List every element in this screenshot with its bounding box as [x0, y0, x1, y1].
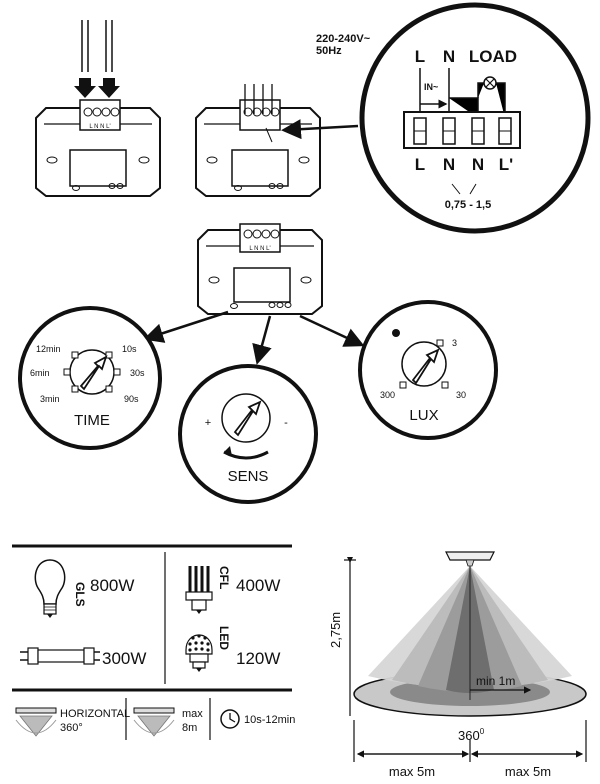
gls-bulb-icon [34, 559, 66, 618]
gls-power: 800W [90, 576, 134, 595]
horizontal-mount-icon [15, 707, 57, 737]
lux-mark-300: 300 [380, 390, 395, 400]
label-bottom-n1: N [443, 155, 455, 174]
led-bulb-icon [185, 634, 213, 672]
wire-section: 0,75 - 1,5 [445, 199, 491, 211]
label-top-n: N [443, 47, 455, 66]
wiring-detail: 220-240V~ 50Hz L N LOAD IN~ L N N L' 0,7… [316, 2, 591, 234]
time-range: 10s-12min [244, 714, 295, 726]
arrow-from-lux [299, 314, 365, 347]
time-mark-10s: 10s [122, 344, 137, 354]
sens-label: SENS [228, 468, 269, 485]
sens-pointer-icon [233, 400, 262, 437]
cfl-power: 400W [236, 576, 280, 595]
time-label: TIME [74, 412, 110, 429]
load-table: GLS 800W CFL 400W 300W [12, 544, 292, 692]
range-label: max [182, 708, 203, 720]
detection-angle: 3600 [458, 727, 485, 743]
time-mark-30s: 30s [130, 368, 145, 378]
time-mark-12min: 12min [36, 344, 61, 354]
detection-angle-value: 360 [458, 728, 480, 743]
supply-voltage: 220-240V~ [316, 33, 371, 45]
sens-minus: - [284, 417, 288, 429]
clock-icon [220, 709, 240, 729]
cfl-bulb-icon [185, 566, 213, 614]
detection-angle-degree: 0 [480, 727, 485, 736]
tube-power: 300W [102, 649, 146, 668]
sens-plus: + [205, 417, 211, 429]
mount-angle: 360° [60, 722, 83, 734]
arrow-to-sens [252, 315, 272, 365]
zoom-arrow [281, 119, 359, 140]
range-value: 8m [182, 722, 197, 734]
fluorescent-tube-icon [20, 647, 100, 665]
arrow-to-time [143, 310, 229, 343]
terminal-block-marks: L N N L' [89, 124, 110, 130]
mount-height: 2,75m [328, 612, 343, 648]
left-max-radius: max 5m [389, 764, 435, 779]
detection-cone-diagram: 2,75m min 1m 3600 max 5m max 5m [328, 551, 587, 779]
time-dial: 12min 10s 6min 30s 3min 90s TIME [18, 306, 162, 450]
sensor-body-wired [195, 84, 321, 197]
label-top-load: LOAD [469, 47, 517, 66]
label-bottom-l: L [415, 155, 425, 174]
label-in: IN~ [424, 82, 438, 92]
sens-dial: + - SENS [178, 364, 318, 504]
label-bottom-lprime: L' [499, 155, 513, 174]
lux-mark-3: 3 [452, 338, 457, 348]
lux-indicator-dot [392, 329, 400, 337]
spec-row: HORIZONTAL 360° max 8m 10s-12min [15, 698, 295, 740]
ceiling-sensor-icon [445, 551, 495, 561]
lux-label: LUX [409, 407, 438, 424]
time-pointer-icon [79, 355, 108, 391]
mount-label: HORIZONTAL [60, 708, 130, 720]
lux-pointer-icon [411, 348, 440, 385]
sensor-body-adjust: L N N L' [197, 223, 323, 315]
min-radius: min 1m [476, 674, 515, 688]
lux-dial: 3 300 30 LUX [358, 300, 498, 440]
cfl-type: CFL [217, 566, 231, 589]
time-mark-90s: 90s [124, 394, 139, 404]
label-top-l: L [415, 47, 425, 66]
terminal-block-marks-2: L N N L' [249, 246, 270, 252]
supply-frequency: 50Hz [316, 45, 342, 57]
lux-mark-30: 30 [456, 390, 466, 400]
time-mark-6min: 6min [30, 368, 50, 378]
label-bottom-n2: N [472, 155, 484, 174]
time-mark-3min: 3min [40, 394, 60, 404]
gls-type: GLS [73, 582, 87, 607]
right-max-radius: max 5m [505, 764, 551, 779]
led-type: LED [217, 626, 231, 650]
detection-range-icon [133, 707, 175, 737]
sensor-body-wire-insert: L N N L' [35, 20, 161, 197]
led-power: 120W [236, 649, 280, 668]
